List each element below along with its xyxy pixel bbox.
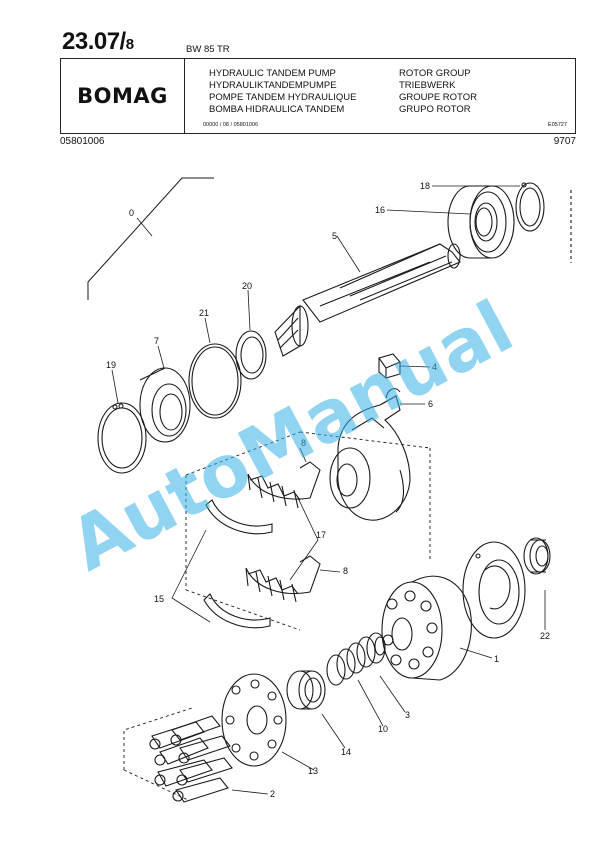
valve-plate-part — [462, 541, 526, 639]
bearing-shell-upper — [205, 499, 273, 535]
callout-19: 19 — [106, 360, 116, 370]
callout-15: 15 — [154, 594, 164, 604]
drive-shaft-part — [274, 243, 461, 357]
group-title-es: GRUPO ROTOR — [399, 104, 471, 115]
ring-part — [235, 330, 267, 380]
retaining-plate-part — [221, 673, 287, 767]
callout-10: 10 — [378, 724, 388, 734]
cylinder-block-part — [381, 575, 472, 681]
piston-set-part — [123, 707, 233, 803]
page-number-main: 23.07/ — [62, 28, 126, 55]
title-fr: POMPE TANDEM HYDRAULIQUE — [209, 92, 357, 103]
page-number-sub: 8 — [125, 36, 134, 53]
callout-14: 14 — [341, 747, 351, 757]
leader-lines — [111, 185, 546, 795]
callout-1: 1 — [494, 654, 499, 664]
callout-18: 18 — [420, 181, 430, 191]
seal-housing-part — [139, 367, 191, 443]
model-label: BW 85 TR — [186, 44, 230, 55]
swashplate-part — [329, 388, 411, 521]
callout-2: 2 — [270, 789, 275, 799]
part-number: 05801006 — [60, 136, 105, 147]
date-code: 9707 — [553, 136, 576, 147]
reference-number: 00000 / 08 / 05801006 — [203, 122, 259, 128]
title-es: BOMBA HIDRAULICA TANDEM — [209, 104, 345, 115]
bearing-shell-lower — [203, 593, 271, 629]
o-ring-part — [188, 343, 242, 419]
drawing-code: E05727 — [548, 122, 567, 128]
watermark-text: AutoManual — [57, 284, 526, 587]
group-titles: ROTOR GROUP TRIEBWERK GROUPE ROTOR GRUPO… — [399, 68, 477, 116]
callout-13: 13 — [308, 766, 318, 776]
callout-8-upper: 8 — [301, 438, 306, 448]
spherical-bushing-part — [286, 670, 326, 710]
callout-4: 4 — [432, 362, 437, 372]
bearing-cage-lower — [245, 555, 321, 603]
title-en: HYDRAULIC TANDEM PUMP — [209, 68, 336, 79]
group-title-en: ROTOR GROUP — [399, 68, 471, 79]
callout-5: 5 — [332, 231, 337, 241]
callout-16: 16 — [375, 205, 385, 215]
callout-8-lower: 8 — [343, 566, 348, 576]
bearing-cage-upper — [247, 461, 321, 509]
bearing-group-box — [185, 431, 431, 631]
title-block: BOMAG HYDRAULIC TANDEM PUMP HYDRAULIKTAN… — [60, 58, 576, 134]
assembly-bracket — [87, 177, 214, 300]
group-title-fr: GROUPE ROTOR — [399, 92, 477, 103]
circlip-part — [515, 182, 545, 232]
callout-0: 0 — [129, 208, 134, 218]
callout-20: 20 — [242, 281, 252, 291]
callout-3: 3 — [405, 710, 410, 720]
bomag-logo: BOMAG — [77, 84, 168, 108]
spring-set-part — [326, 632, 386, 686]
title-de: HYDRAULIKTANDEMPUMPE — [209, 80, 337, 91]
callout-6: 6 — [428, 399, 433, 409]
group-title-de: TRIEBWERK — [399, 80, 456, 91]
logo-cell: BOMAG — [61, 59, 185, 133]
callout-21: 21 — [199, 308, 209, 318]
callout-22: 22 — [540, 631, 550, 641]
page-number: 23.07/8 — [62, 28, 134, 56]
needle-bearing-part — [523, 537, 551, 575]
callout-17: 17 — [316, 530, 326, 540]
retaining-ring-part — [97, 402, 147, 474]
assembly-titles: HYDRAULIC TANDEM PUMP HYDRAULIKTANDEMPUM… — [209, 68, 356, 116]
callout-7: 7 — [154, 336, 159, 346]
